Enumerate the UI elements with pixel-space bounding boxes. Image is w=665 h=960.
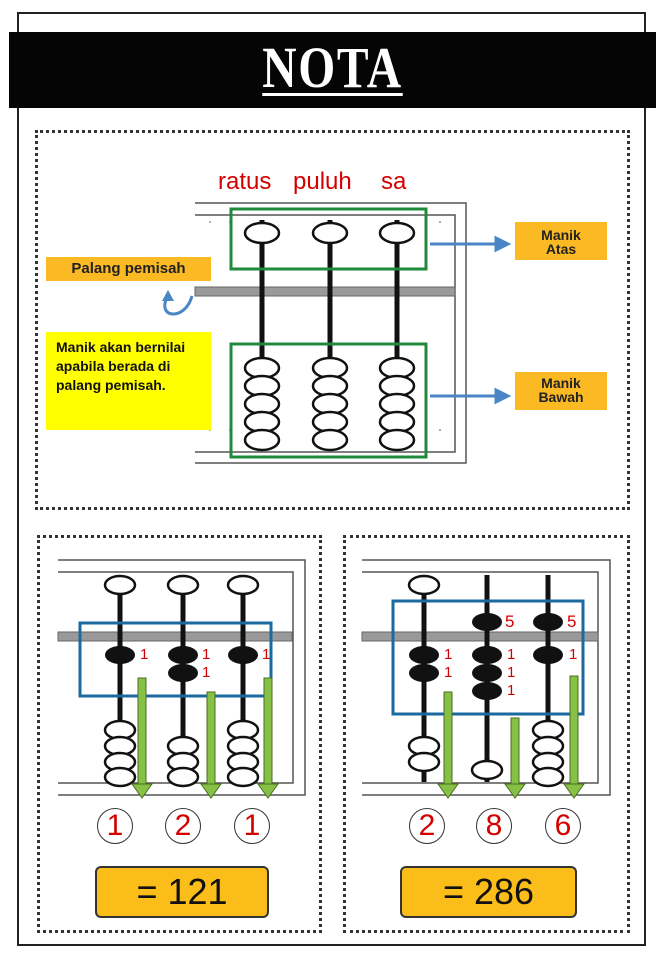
digit-ex1-puluh: 2 bbox=[165, 808, 201, 844]
bead-value-ex2-col3: 1 bbox=[569, 646, 578, 663]
bead-value-ex1-col3: 1 bbox=[262, 646, 271, 663]
abacus-diagram-panel bbox=[35, 130, 630, 510]
digit-ex2-puluh: 8 bbox=[476, 808, 512, 844]
page-frame bbox=[17, 12, 646, 946]
note-box: Manik akan bernilai apabila berada di pa… bbox=[46, 332, 211, 430]
bead-upper-value-ex2-col2: 5 bbox=[505, 612, 515, 631]
example-panel-2 bbox=[343, 535, 630, 933]
place-value-puluh: puluh bbox=[293, 168, 352, 195]
example-panel-1 bbox=[37, 535, 322, 933]
digit-ex2-ratus: 2 bbox=[409, 808, 445, 844]
digit-ex1-ratus: 1 bbox=[97, 808, 133, 844]
place-value-ratus: ratus bbox=[218, 168, 272, 195]
bead-upper-value-ex2-col3: 5 bbox=[567, 612, 577, 631]
page-title: NOTA bbox=[262, 35, 403, 100]
digit-ex2-sa: 6 bbox=[545, 808, 581, 844]
bead-value-ex2-col1: 1 1 bbox=[444, 646, 453, 681]
label-manik-atas: Manik Atas bbox=[515, 222, 607, 260]
bead-value-ex1-col2: 1 1 bbox=[202, 646, 211, 681]
bead-value-ex1-col1: 1 bbox=[140, 646, 149, 663]
total-ex1: = 121 bbox=[95, 866, 269, 918]
label-manik-bawah: Manik Bawah bbox=[515, 372, 607, 410]
bead-value-ex2-col2: 1 1 1 bbox=[507, 646, 516, 699]
total-ex2: = 286 bbox=[400, 866, 577, 918]
label-palang-pemisah: Palang pemisah bbox=[46, 257, 211, 281]
place-value-sa: sa bbox=[381, 168, 407, 195]
digit-ex1-sa: 1 bbox=[234, 808, 270, 844]
title-banner: NOTA bbox=[9, 32, 656, 108]
